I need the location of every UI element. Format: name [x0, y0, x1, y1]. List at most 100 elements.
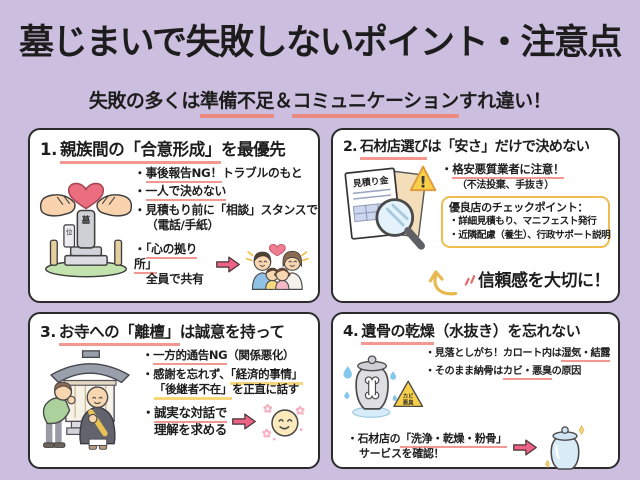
- subtitle-pre: 失敗の多くは: [88, 90, 201, 112]
- bullet-text-line2: （電話/手紙）: [146, 217, 219, 232]
- bullet-marker: ・: [142, 404, 155, 420]
- heart-icon: [67, 182, 105, 210]
- panel2-bullet-1: ・格安悪質業者に注意！（不法投棄、手抜き）: [441, 162, 610, 192]
- gravestone-label: 墓: [81, 214, 91, 226]
- panel1-number: 1.: [40, 140, 57, 159]
- bullet-text-line2: 理解を求める: [154, 421, 227, 437]
- bullet-text-underlined: 「心の拠り所」: [134, 241, 197, 275]
- bullet-text: トラブルのもと: [221, 166, 303, 180]
- page-title: 墓じまいで失敗しないポイント・注意点: [19, 23, 622, 63]
- panel2-number: 2.: [343, 139, 358, 155]
- bullet-text-underlined: 格安悪質業者に注意！: [452, 162, 565, 179]
- bullet-marker: ・: [347, 432, 358, 446]
- bullet-text: 見落としがち！カロート内は: [434, 348, 562, 359]
- bone-icon: [364, 376, 380, 400]
- warning-mark: !: [419, 172, 426, 191]
- panel4-bullet-3: ・石材店の「洗浄・乾燥・粉骨」サービスを確認！: [333, 422, 618, 472]
- sparkle-icon: [578, 424, 585, 436]
- bullet-marker: ・: [134, 184, 146, 199]
- flower-icon: [295, 405, 305, 415]
- panel4-title-underlined: 遺骨の乾燥: [361, 322, 435, 345]
- panel2-title-underlined: 石材店選び: [359, 139, 428, 160]
- estimate-magnifier-warning-icon: 見積り金 !: [344, 165, 437, 250]
- bullet-marker: ・: [425, 365, 435, 377]
- bullet-text-underlined: 誠実な対話で: [154, 404, 227, 423]
- subtitle-post: すれ違い！: [458, 90, 552, 112]
- clean-urn-sparkle-icon: [544, 424, 585, 470]
- bullet-marker: ・: [441, 162, 453, 176]
- panel4-number: 4.: [343, 322, 359, 340]
- arrow-right-icon: [512, 439, 537, 455]
- bullet-text-highlighted: 「後継者不在」: [154, 382, 232, 401]
- bowing-person-body: [42, 397, 71, 425]
- panel1-bullet-4: ・「心の拠り所」全員で共有: [134, 236, 310, 293]
- panel1-title-underlined: 親族間の「合意形成」: [59, 140, 221, 164]
- checklist-item-1: ・詳細見積もり、マニフェスト発行: [449, 216, 597, 228]
- bullet-marker: ・: [134, 202, 146, 217]
- arrow-right-icon: [232, 413, 256, 430]
- panel1-bullet-3: ・見積もり前に「相談」スタンスで（電話/手紙）: [134, 202, 318, 234]
- panel4-title: 4.遺骨の乾燥（水抜き）を忘れない: [333, 314, 618, 345]
- panel4-bullet-1: ・見落としがち！カロート内は湿気・結露: [425, 347, 610, 362]
- subtitle-underlined-1: 準備不足: [199, 90, 274, 118]
- panel-bone-drying: 4.遺骨の乾燥（水抜き）を忘れない: [331, 312, 620, 472]
- trust-message: 信頼感を大切に！: [478, 270, 611, 291]
- warning-triangle-icon: [409, 165, 437, 192]
- curl-arrow-up-icon: [428, 270, 458, 296]
- monk-head: [86, 386, 109, 409]
- bullet-text: を正直に話す: [232, 382, 299, 397]
- bullet-text-underlined: 湿気・結露: [561, 348, 610, 362]
- wet-urn-warning-icon: カビ 悪臭: [343, 355, 424, 418]
- panel2-title: 2.石材店選びは「安さ」だけで決めない: [333, 130, 618, 160]
- emphasis-ticks-icon: [464, 275, 476, 286]
- bullet-text: そのまま納骨は: [434, 365, 504, 377]
- bullet-marker: ・: [425, 348, 435, 359]
- bullet-text: 見積もり前に「相談」スタンスで: [145, 202, 319, 217]
- bullet-text-underlined: 「洗浄・乾燥・粉骨」: [400, 432, 507, 449]
- arrow-right-icon: [216, 256, 241, 273]
- bullet-text-line2: 全員で共有: [146, 272, 204, 287]
- happy-family-icon: [246, 244, 310, 291]
- panel-family-consensus: 1.親族間の「合意形成」を最優先 位 墓 ・事後報告NG！トラブルのもと: [28, 128, 320, 303]
- panel3-bullet-2: ・感謝を忘れず、「経済的事情」「後継者不在」を正直に話す: [142, 366, 310, 401]
- checklist-title: 優良店のチェックポイント：: [449, 200, 589, 214]
- bullet-text: 感謝を忘れず、: [153, 366, 231, 381]
- panel1-title: 1.親族間の「合意形成」を最優先: [30, 130, 318, 164]
- smiley-flowers-icon: [262, 403, 305, 441]
- bullet-marker: ・: [142, 366, 154, 381]
- flower-icon: [263, 403, 273, 413]
- bullet-text: 石材店の: [357, 432, 401, 446]
- page-subtitle: 失敗の多くは準備不足＆コミュニケーションすれ違い！: [0, 86, 640, 118]
- bullet-text-underlined: 事後報告NG！: [145, 166, 222, 183]
- triangle-label-2: 悪臭: [403, 399, 414, 407]
- panel4-bullet-2: ・そのまま納骨はカビ・悪臭の原因: [425, 365, 610, 380]
- flower-icon: [262, 428, 272, 438]
- bullet-text: の原因: [551, 365, 582, 377]
- subtitle-amp: ＆: [273, 90, 293, 112]
- bullet-text-underlined: カビ・悪臭: [502, 365, 552, 380]
- panel1-bullet-1: ・事後報告NG！トラブルのもと: [134, 166, 310, 183]
- panel3-title: 3.お寺への「離檀」は誠意を持って: [30, 314, 318, 346]
- sparkle-icon: [544, 459, 550, 469]
- bullet-text-line2: サービスを確認！: [359, 447, 445, 460]
- panel-stone-dealer: 2.石材店選びは「安さ」だけで決めない 見積り金 !: [331, 128, 620, 303]
- panel2-footer: 信頼感を大切に！: [425, 261, 611, 296]
- panel3-bullet-3: ・誠実な対話で理解を求める: [142, 401, 310, 443]
- water-drop-icon: [343, 366, 397, 401]
- memorial-tablet-label: 位: [66, 227, 73, 236]
- bowing-person-monk-temple-icon: [42, 350, 130, 450]
- bullet-marker: ・: [134, 241, 146, 256]
- panel1-bullet-2: ・一人で決めない: [134, 184, 310, 202]
- bullet-marker: ・: [134, 166, 146, 180]
- heart-icon: [269, 244, 287, 257]
- panel3-bullet-1: ・一方的通告NG（関係悪化）: [142, 348, 310, 365]
- panel3-number: 3.: [40, 323, 56, 341]
- hands-heart-grave-icon: 位 墓: [39, 182, 133, 278]
- panel3-title-underlined: お寺への「離檀」: [58, 323, 180, 346]
- triangle-label-1: カビ: [403, 392, 414, 400]
- subtitle-underlined-2: コミュニケーション: [292, 90, 459, 118]
- good-dealer-checklist-box: 優良店のチェックポイント： ・詳細見積もり、マニフェスト発行 ・近隣配慮（養生）…: [441, 195, 611, 249]
- bullet-marker: ・: [142, 348, 154, 362]
- panel2-title-rest: は「安さ」だけで決めない: [427, 139, 590, 155]
